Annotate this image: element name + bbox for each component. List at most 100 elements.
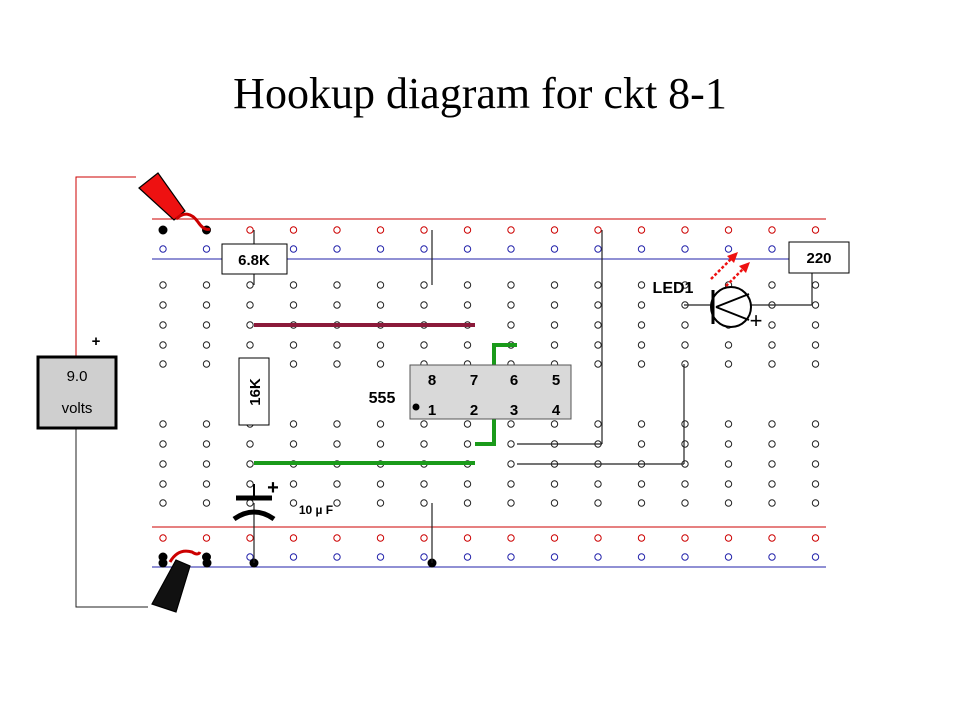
- battery-red-lead: [75, 176, 136, 357]
- breadboard-hole: [507, 534, 515, 542]
- breadboard-hole: [550, 301, 559, 309]
- breadboard-hole: [202, 245, 211, 253]
- battery-box: [36, 355, 118, 430]
- breadboard-hole: [463, 499, 472, 507]
- breadboard-hole: [681, 499, 689, 507]
- resistor-220-label: 220: [806, 250, 831, 267]
- breadboard-hole: [594, 301, 602, 309]
- breadboard-hole: [768, 420, 776, 428]
- breadboard-hole: [376, 499, 385, 507]
- breadboard-hole: [594, 341, 602, 349]
- breadboard-hole: [594, 360, 602, 368]
- breadboard-hole: [681, 480, 689, 488]
- breadboard-hole: [550, 553, 559, 561]
- breadboard-hole: [507, 301, 515, 309]
- breadboard-hole: [202, 480, 211, 488]
- resistor-16k: [238, 357, 270, 426]
- breadboard-hole: [202, 360, 211, 368]
- breadboard-hole: [333, 360, 341, 368]
- led-plus-sign: +: [750, 308, 763, 333]
- breadboard-hole: [420, 534, 428, 542]
- breadboard-hole: [550, 245, 559, 253]
- battery-value: 9.0: [67, 368, 88, 385]
- breadboard-hole: [768, 499, 776, 507]
- breadboard-hole: [376, 553, 385, 561]
- breadboard-hole: [681, 226, 689, 234]
- breadboard-hole: [507, 226, 515, 234]
- breadboard-hole: [768, 360, 776, 368]
- breadboard-hole: [246, 460, 254, 468]
- ic-pin-label-bottom: 2: [470, 402, 478, 419]
- breadboard-hole: [376, 245, 385, 253]
- ic-pin-label-top: 7: [470, 372, 478, 389]
- breadboard-hole: [507, 420, 515, 428]
- breadboard-hole: [681, 553, 689, 561]
- breadboard-hole: [681, 321, 689, 329]
- breadboard-hole: [333, 226, 341, 234]
- breadboard-hole: [159, 341, 167, 349]
- breadboard-hole: [333, 480, 341, 488]
- breadboard-hole: [594, 245, 602, 253]
- breadboard-hole: [246, 534, 254, 542]
- resistor-6-8k: [221, 243, 288, 275]
- breadboard-hole: [507, 460, 515, 468]
- page-title: Hookup diagram for ckt 8-1: [233, 69, 727, 118]
- breadboard-hole: [811, 440, 820, 448]
- breadboard-hole: [420, 480, 428, 488]
- breadboard-hole: [333, 281, 341, 289]
- capacitor-plus-sign: +: [267, 477, 279, 499]
- breadboard-hole: [420, 499, 428, 507]
- breadboard-hole: [158, 225, 168, 235]
- breadboard-hole: [289, 360, 298, 368]
- capacitor-10uf: [232, 484, 276, 522]
- breadboard-hole: [768, 480, 776, 488]
- breadboard-holes: [158, 225, 820, 568]
- battery-unit: volts: [62, 400, 93, 417]
- ic-pin-label-top: 5: [552, 372, 560, 389]
- breadboard-hole: [333, 440, 341, 448]
- resistor-220: [788, 241, 850, 274]
- breadboard-hole: [246, 301, 254, 309]
- breadboard-hole: [159, 499, 167, 507]
- breadboard-hole: [768, 321, 776, 329]
- breadboard-hole: [463, 341, 472, 349]
- breadboard-hole: [550, 321, 559, 329]
- breadboard-hole: [724, 480, 733, 488]
- breadboard-hole: [376, 360, 385, 368]
- breadboard-hole: [507, 245, 515, 253]
- breadboard-hole: [637, 480, 646, 488]
- breadboard-hole: [159, 360, 167, 368]
- breadboard-hole: [811, 360, 820, 368]
- breadboard-hole: [681, 281, 689, 289]
- breadboard-hole: [420, 341, 428, 349]
- breadboard-hole: [811, 420, 820, 428]
- led-light-arrows: [710, 252, 750, 287]
- breadboard-hole: [333, 420, 341, 428]
- breadboard-hole: [420, 420, 428, 428]
- breadboard-hole: [333, 245, 341, 253]
- breadboard-hole: [289, 499, 298, 507]
- breadboard-hole: [768, 281, 776, 289]
- breadboard-hole: [463, 301, 472, 309]
- ic-label: 555: [369, 390, 396, 407]
- led-symbol: [710, 286, 752, 328]
- breadboard-hole: [289, 480, 298, 488]
- breadboard-hole: [811, 460, 820, 468]
- breadboard-hole: [202, 341, 211, 349]
- breadboard-hole: [594, 321, 602, 329]
- breadboard-hole: [811, 321, 820, 329]
- breadboard-hole: [463, 281, 472, 289]
- breadboard-hole: [246, 281, 254, 289]
- breadboard-hole: [594, 281, 602, 289]
- breadboard-hole: [376, 534, 385, 542]
- red-alligator-clip: [138, 172, 211, 231]
- breadboard-hole: [159, 245, 167, 253]
- breadboard-hole: [463, 553, 472, 561]
- breadboard-hole: [681, 341, 689, 349]
- breadboard-hole: [507, 499, 515, 507]
- breadboard-hole: [550, 281, 559, 289]
- breadboard-hole: [507, 321, 515, 329]
- breadboard-hole: [768, 245, 776, 253]
- black-alligator-clip: [151, 549, 202, 613]
- breadboard-hole: [724, 360, 733, 368]
